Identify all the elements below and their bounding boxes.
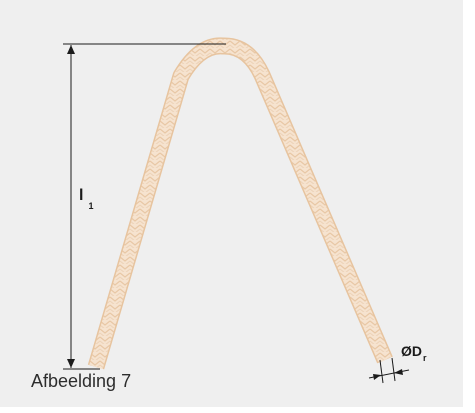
diameter-label: ØDr	[401, 343, 427, 363]
length-arrow-top	[67, 45, 75, 54]
diameter-extension-left	[379, 359, 384, 384]
diagram-panel	[0, 0, 463, 407]
figure-caption: Afbeelding 7	[31, 371, 132, 391]
rope	[89, 38, 392, 369]
diameter-arrow-right	[394, 369, 403, 375]
diameter-symbol: ØD	[401, 343, 422, 359]
diameter-subscript: r	[423, 353, 427, 363]
diameter-extension-right	[391, 357, 396, 382]
diameter-arrow-left	[373, 374, 381, 380]
length-arrow-bottom	[67, 359, 75, 368]
length-symbol: l	[79, 187, 84, 204]
length-subscript: 1	[88, 201, 94, 211]
length-label: l1	[79, 187, 93, 211]
